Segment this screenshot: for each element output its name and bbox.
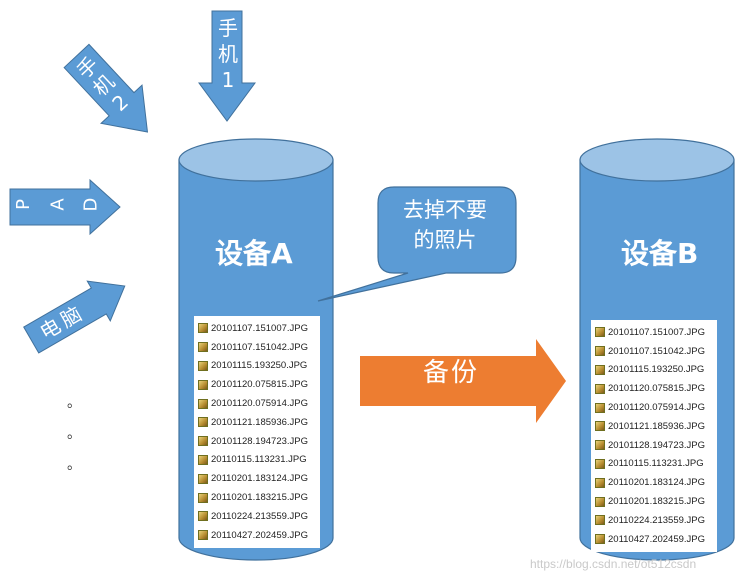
jpg-file-icon — [198, 454, 208, 465]
device-a-file-row: 20110427.202459.JPG — [198, 526, 316, 545]
device-a-file-name: 20101107.151007.JPG — [211, 322, 309, 334]
device-a-title: 设备A — [215, 237, 293, 270]
device-a-file-name: 20110201.183124.JPG — [211, 473, 309, 485]
device-a-file-row: 20110224.213559.JPG — [198, 507, 316, 526]
device-a-file-row: 20110115.113231.JPG — [198, 451, 316, 470]
jpg-file-icon — [198, 360, 208, 371]
callout-line-1: 去掉不要 — [403, 198, 487, 222]
pad-label: P A D — [10, 190, 110, 220]
device-a-file-name: 20110201.183215.JPG — [211, 492, 309, 504]
device-b-file-name: 20101121.185936.JPG — [608, 420, 706, 432]
pad-char-1: P — [12, 199, 34, 210]
device-b-file-name: 20101120.075815.JPG — [608, 383, 706, 395]
jpg-file-icon — [595, 421, 605, 432]
jpg-file-icon — [595, 440, 605, 451]
pad-char-3: D — [80, 197, 102, 212]
device-a-file-name: 20101107.151042.JPG — [211, 341, 309, 353]
device-b-file-row: 20101121.185936.JPG — [595, 417, 713, 436]
jpg-file-icon — [198, 398, 208, 409]
jpg-file-icon — [595, 477, 605, 488]
device-a-file-row: 20110201.183124.JPG — [198, 469, 316, 488]
jpg-file-icon — [198, 473, 208, 484]
jpg-file-icon — [198, 342, 208, 353]
phone1-char-1: 手 — [218, 16, 238, 40]
device-a-file-name: 20110224.213559.JPG — [211, 510, 309, 522]
phone2-arrow-group: 手 机 2 — [53, 34, 171, 154]
device-b-file-row: 20101128.194723.JPG — [595, 436, 713, 455]
device-b-file-name: 20101115.193250.JPG — [608, 364, 705, 376]
pad-arrow — [9, 178, 121, 236]
device-a-file-name: 20101121.185936.JPG — [211, 416, 309, 428]
device-a-file-row: 20101107.151007.JPG — [198, 319, 316, 338]
device-b-file-row: 20110201.183215.JPG — [595, 492, 713, 511]
device-b-file-row: 20110115.113231.JPG — [595, 455, 713, 474]
device-a-file-name: 20101120.075815.JPG — [211, 379, 309, 391]
device-a-file-name: 20110115.113231.JPG — [211, 454, 307, 466]
computer-arrow-group: 电脑 — [18, 264, 139, 362]
device-a-file-row: 20101120.075815.JPG — [198, 375, 316, 394]
backup-label: 备份 — [423, 358, 480, 388]
ellipsis-dot-3: 。 — [67, 457, 81, 473]
callout-text: 去掉不要 的照片 — [380, 195, 510, 255]
device-a-file-row: 20101115.193250.JPG — [198, 357, 316, 376]
callout-bubble — [317, 186, 517, 302]
phone1-arrow — [198, 10, 256, 122]
device-b-file-row: 20101120.075815.JPG — [595, 379, 713, 398]
device-b-file-name: 20101128.194723.JPG — [608, 439, 706, 451]
jpg-file-icon — [595, 364, 605, 375]
callout-line-2: 的照片 — [413, 228, 477, 252]
device-b-file-row: 20101120.075914.JPG — [595, 398, 713, 417]
jpg-file-icon — [595, 458, 605, 469]
backup-arrow — [360, 339, 566, 423]
jpg-file-icon — [595, 346, 605, 357]
device-a-file-row: 20110201.183215.JPG — [198, 488, 316, 507]
jpg-file-icon — [198, 379, 208, 390]
jpg-file-icon — [595, 383, 605, 394]
jpg-file-icon — [198, 511, 208, 522]
device-b-file-row: 20101107.151042.JPG — [595, 342, 713, 361]
jpg-file-icon — [595, 515, 605, 526]
phone2-char-3: 2 — [107, 89, 134, 116]
device-a-file-name: 20101128.194723.JPG — [211, 435, 309, 447]
phone1-char-3: 1 — [221, 68, 235, 92]
phone1-label: 手 机 1 — [213, 18, 243, 90]
device-b-file-row: 20110427.202459.JPG — [595, 530, 713, 549]
device-b-title: 设备B — [621, 237, 699, 270]
ellipsis-dot-1: 。 — [67, 395, 81, 411]
device-b-file-name: 20110427.202459.JPG — [608, 533, 706, 545]
device-b-file-row: 20101107.151007.JPG — [595, 323, 713, 342]
device-b-file-name: 20110224.213559.JPG — [608, 514, 706, 526]
jpg-file-icon — [198, 492, 208, 503]
device-b-file-name: 20110201.183124.JPG — [608, 477, 706, 489]
jpg-file-icon — [198, 530, 208, 541]
device-b-file-name: 20101120.075914.JPG — [608, 402, 706, 414]
device-a-file-name: 20101115.193250.JPG — [211, 360, 308, 372]
phone1-char-2: 机 — [218, 42, 238, 66]
device-b-file-row: 20110224.213559.JPG — [595, 511, 713, 530]
jpg-file-icon — [595, 327, 605, 338]
ellipsis-dot-2: 。 — [67, 426, 81, 442]
device-a-file-row: 20101128.194723.JPG — [198, 432, 316, 451]
device-b-file-name: 20101107.151007.JPG — [608, 326, 706, 338]
jpg-file-icon — [595, 496, 605, 507]
device-b-file-list: 20101107.151007.JPG 20101107.151042.JPG 20… — [591, 320, 717, 552]
pad-char-2: A — [47, 198, 69, 211]
jpg-file-icon — [595, 402, 605, 413]
device-b-file-name: 20110201.183215.JPG — [608, 496, 706, 508]
device-b-file-name: 20110115.113231.JPG — [608, 458, 704, 470]
device-b-file-row: 20110201.183124.JPG — [595, 473, 713, 492]
device-a-file-row: 20101120.075914.JPG — [198, 394, 316, 413]
jpg-file-icon — [595, 534, 605, 545]
device-b-file-row: 20101115.193250.JPG — [595, 361, 713, 380]
jpg-file-icon — [198, 436, 208, 447]
device-b-file-name: 20101107.151042.JPG — [608, 345, 706, 357]
watermark: https://blog.csdn.net/ot512csdn — [530, 557, 697, 571]
device-a-file-name: 20110427.202459.JPG — [211, 529, 309, 541]
device-a-file-name: 20101120.075914.JPG — [211, 398, 309, 410]
device-a-file-row: 20101121.185936.JPG — [198, 413, 316, 432]
device-a-file-row: 20101107.151042.JPG — [198, 338, 316, 357]
jpg-file-icon — [198, 417, 208, 428]
device-a-file-list: 20101107.151007.JPG 20101107.151042.JPG 20… — [194, 316, 320, 548]
jpg-file-icon — [198, 323, 208, 334]
